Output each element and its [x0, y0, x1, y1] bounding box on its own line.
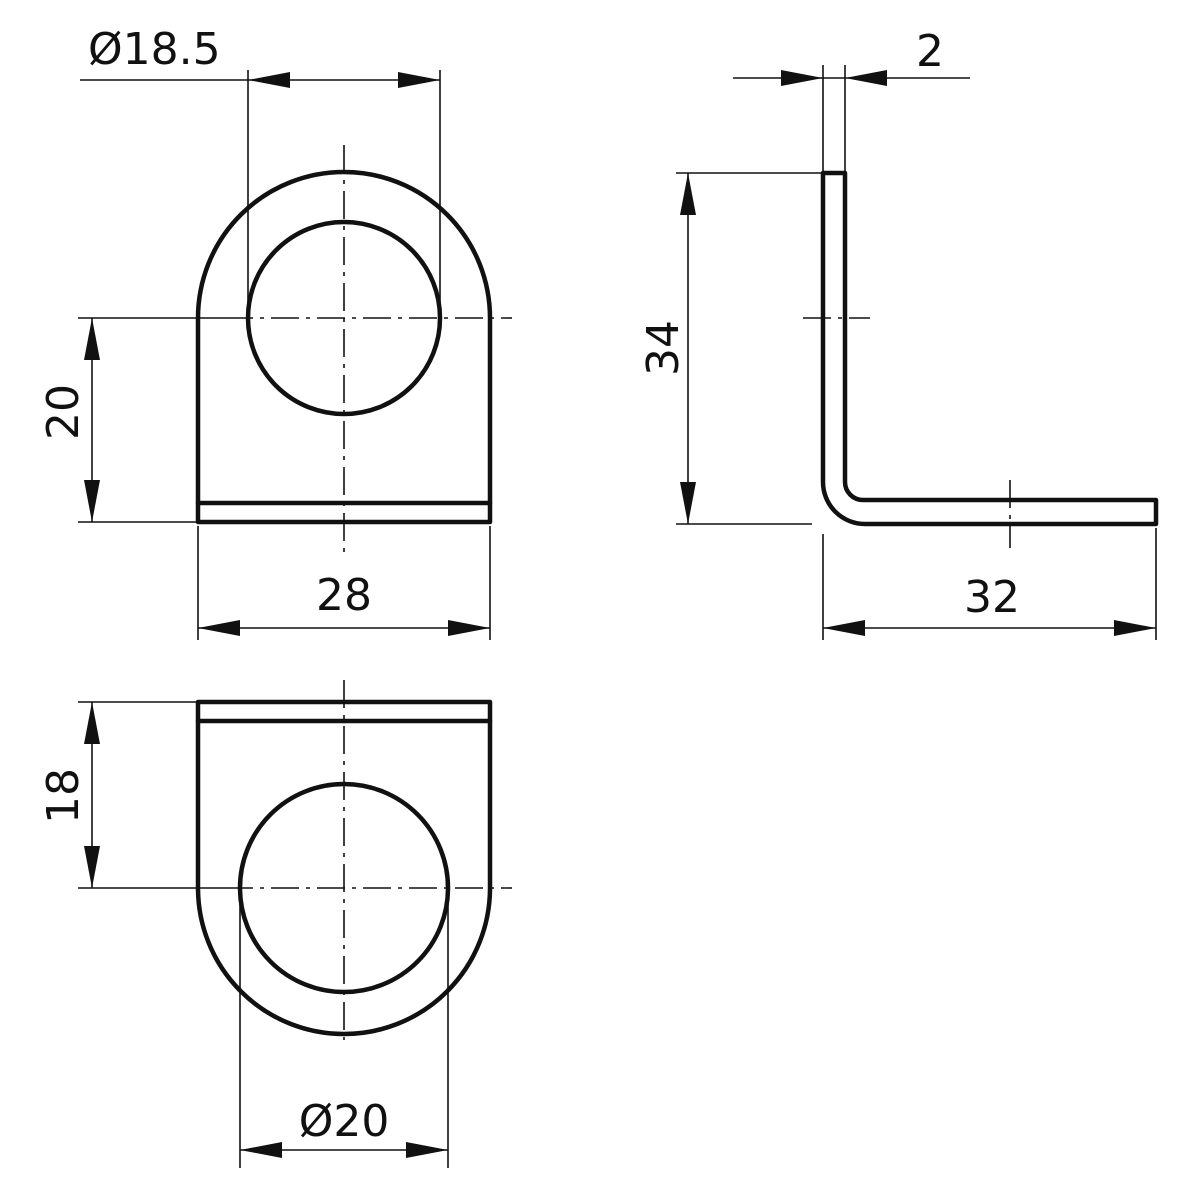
- dim-width-28: 28: [197, 526, 491, 640]
- dim-hole-diameter-top: Ø18.5: [80, 24, 441, 318]
- arrowhead: [781, 70, 823, 86]
- dim-label-thickness: 2: [916, 26, 944, 77]
- arrowhead: [398, 72, 440, 88]
- dim-label-hole-diameter-top: Ø18.5: [88, 24, 221, 75]
- arrowhead: [84, 318, 100, 360]
- dim-label-depth-18: 18: [38, 768, 89, 824]
- dim-thickness: 2: [733, 26, 970, 173]
- top-view: [195, 680, 512, 1040]
- dim-depth-18: 18: [38, 701, 225, 889]
- top-view-outline: [195, 699, 493, 1037]
- arrowhead: [84, 480, 100, 522]
- arrowhead: [240, 1142, 282, 1158]
- front-view-outline: [195, 169, 493, 525]
- arrowhead: [198, 620, 240, 636]
- dim-label-height-34: 34: [638, 320, 689, 376]
- dim-label-length-32: 32: [964, 572, 1020, 623]
- dim-label-height-20: 20: [38, 384, 89, 440]
- side-view-angle-profile: [820, 170, 1159, 527]
- dim-outer-diameter-bottom: Ø20: [239, 892, 449, 1168]
- arrowhead: [448, 620, 490, 636]
- arrowhead: [84, 846, 100, 888]
- front-view: [195, 145, 512, 556]
- arrowhead: [84, 702, 100, 744]
- arrowhead: [248, 72, 290, 88]
- dim-height-34: 34: [638, 172, 823, 525]
- arrowhead: [680, 173, 696, 215]
- dim-label-width-28: 28: [316, 570, 372, 621]
- arrowhead: [406, 1142, 448, 1158]
- arrowhead: [680, 482, 696, 524]
- arrowhead: [845, 70, 887, 86]
- dim-length-32: 32: [822, 528, 1157, 640]
- arrowhead: [823, 620, 865, 636]
- dim-label-outer-diameter-bottom: Ø20: [299, 1096, 390, 1147]
- arrowhead: [1114, 620, 1156, 636]
- dim-height-20: 20: [38, 317, 225, 523]
- side-view: [803, 170, 1159, 548]
